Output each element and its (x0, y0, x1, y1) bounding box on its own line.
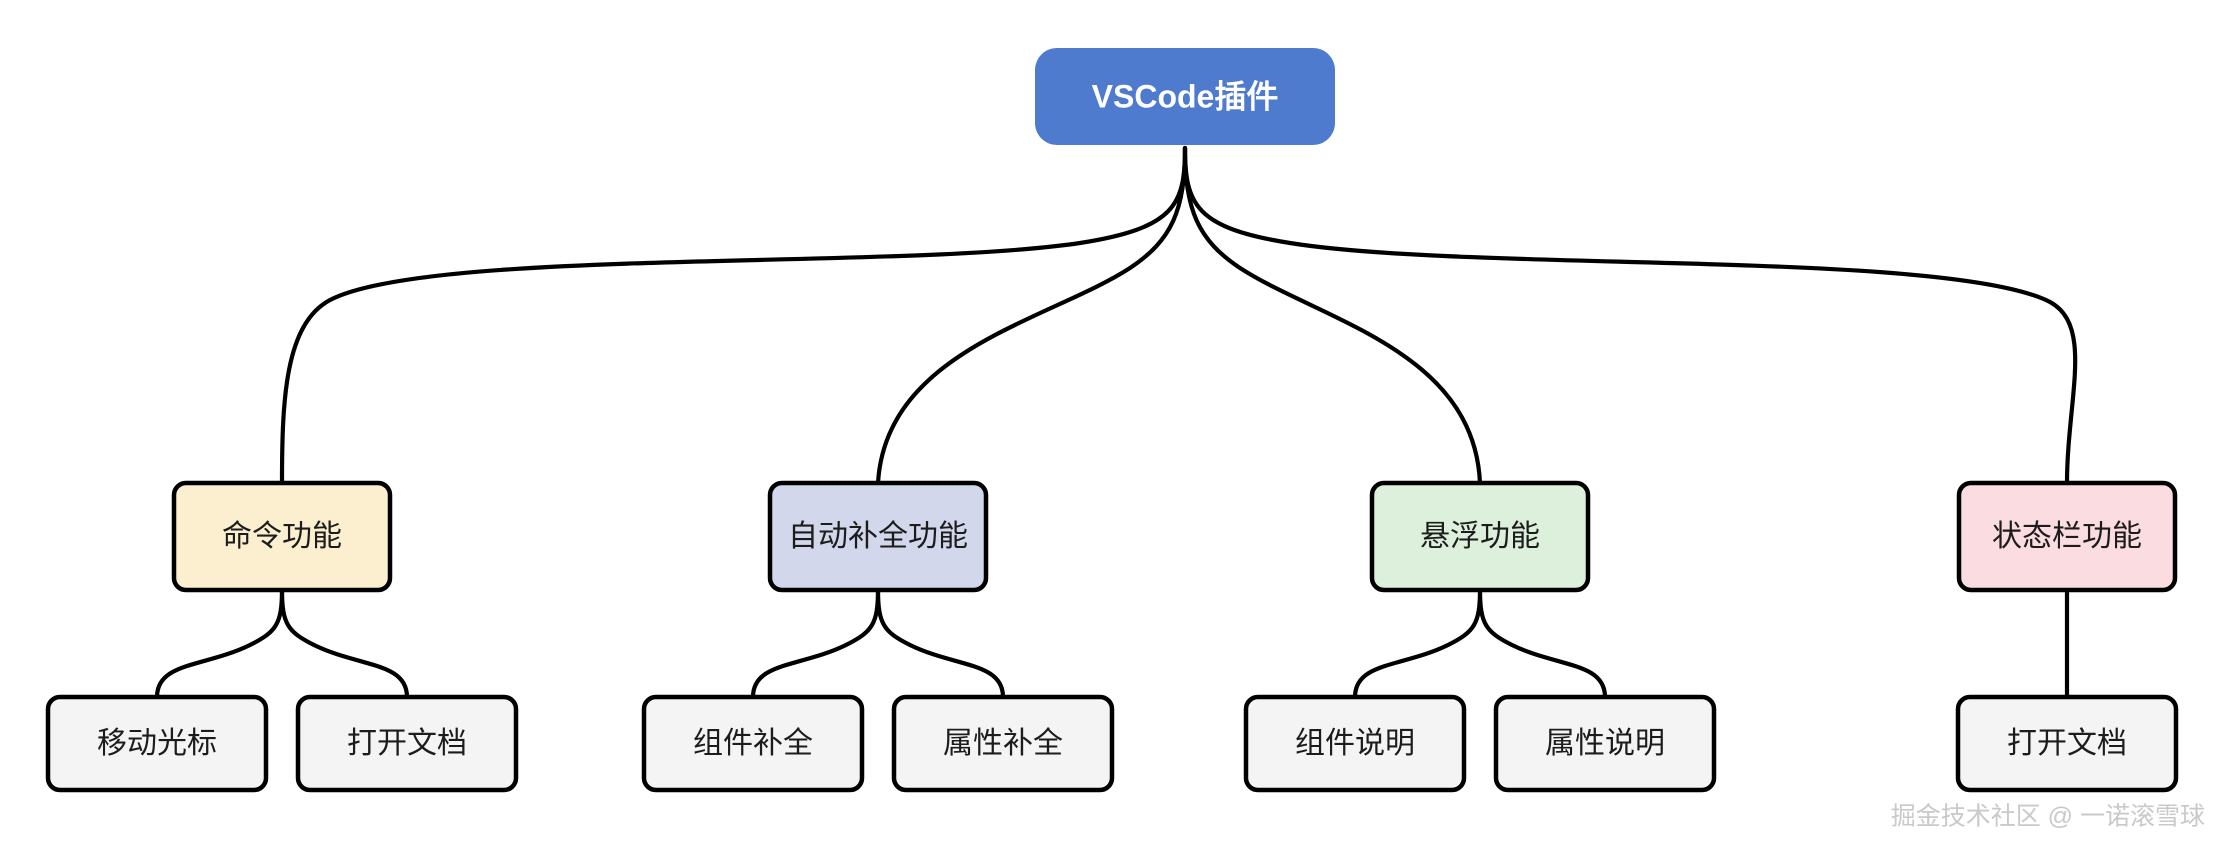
node-leaf-attribute-desc-box (1493, 694, 1717, 793)
node-leaf-open-doc-statusbar[interactable]: 打开文档 (1955, 694, 2179, 793)
node-leaf-move-cursor-label: 移动光标 (97, 727, 217, 760)
node-leaf-move-cursor[interactable]: 移动光标 (45, 694, 269, 793)
node-branch-autocomplete[interactable]: 自动补全功能 (767, 480, 989, 593)
node-branch-hover[interactable]: 悬浮功能 (1369, 480, 1591, 593)
node-leaf-attribute-complete[interactable]: 属性补全 (891, 694, 1115, 793)
node-leaf-attribute-desc-label: 属性说明 (1545, 727, 1665, 760)
node-branch-command-box (171, 480, 393, 593)
watermark-label: 掘金技术社区 @ 一诺滚雪球 (1891, 803, 2205, 831)
edge-root-to-autocomplete (875, 145, 1188, 486)
node-leaf-open-doc-command[interactable]: 打开文档 (295, 694, 519, 793)
edges-branch-to-leaves (154, 587, 2070, 700)
node-leaf-open-doc-command-label: 打开文档 (347, 727, 467, 760)
edge-autocomplete-to-component-complete (750, 587, 881, 700)
node-branch-hover-label: 悬浮功能 (1420, 520, 1540, 553)
edge-autocomplete-to-attribute-complete (875, 587, 1006, 700)
node-leaf-attribute-desc[interactable]: 属性说明 (1493, 694, 1717, 793)
edge-command-to-open-doc (279, 587, 410, 700)
node-leaf-component-complete[interactable]: 组件补全 (641, 694, 865, 793)
edges-root-to-branches (279, 145, 2078, 486)
node-root-box (1035, 48, 1335, 145)
node-leaf-component-desc-label: 组件说明 (1295, 727, 1415, 760)
edge-hover-to-attribute-desc (1477, 587, 1608, 700)
node-leaf-component-desc-box (1243, 694, 1467, 793)
node-leaf-attribute-complete-label: 属性补全 (943, 727, 1063, 760)
node-leaf-open-doc-command-box (295, 694, 519, 793)
edge-command-to-move-cursor (154, 587, 285, 700)
edge-root-to-statusbar (1182, 145, 2078, 486)
node-leaf-component-complete-box (641, 694, 865, 793)
node-leaf-move-cursor-box (45, 694, 269, 793)
node-branch-command[interactable]: 命令功能 (171, 480, 393, 593)
node-branch-statusbar-label: 状态栏功能 (1992, 520, 2142, 553)
node-branch-hover-box (1369, 480, 1591, 593)
node-branch-statusbar-box (1956, 480, 2178, 593)
node-branch-autocomplete-box (767, 480, 989, 593)
node-leaf-attribute-complete-box (891, 694, 1115, 793)
node-root-label: VSCode插件 (1092, 78, 1279, 114)
node-leaf-component-desc[interactable]: 组件说明 (1243, 694, 1467, 793)
node-branch-command-label: 命令功能 (222, 520, 342, 553)
edge-root-to-hover (1182, 145, 1483, 486)
node-branch-statusbar[interactable]: 状态栏功能 (1956, 480, 2178, 593)
edge-hover-to-component-desc (1352, 587, 1483, 700)
node-root[interactable]: VSCode插件 (1035, 48, 1335, 145)
node-leaf-open-doc-statusbar-box (1955, 694, 2179, 793)
node-leaf-open-doc-statusbar-label: 打开文档 (2007, 727, 2127, 760)
node-branch-autocomplete-label: 自动补全功能 (788, 520, 968, 553)
edge-root-to-command (279, 145, 1188, 486)
node-leaf-component-complete-label: 组件补全 (693, 727, 813, 760)
